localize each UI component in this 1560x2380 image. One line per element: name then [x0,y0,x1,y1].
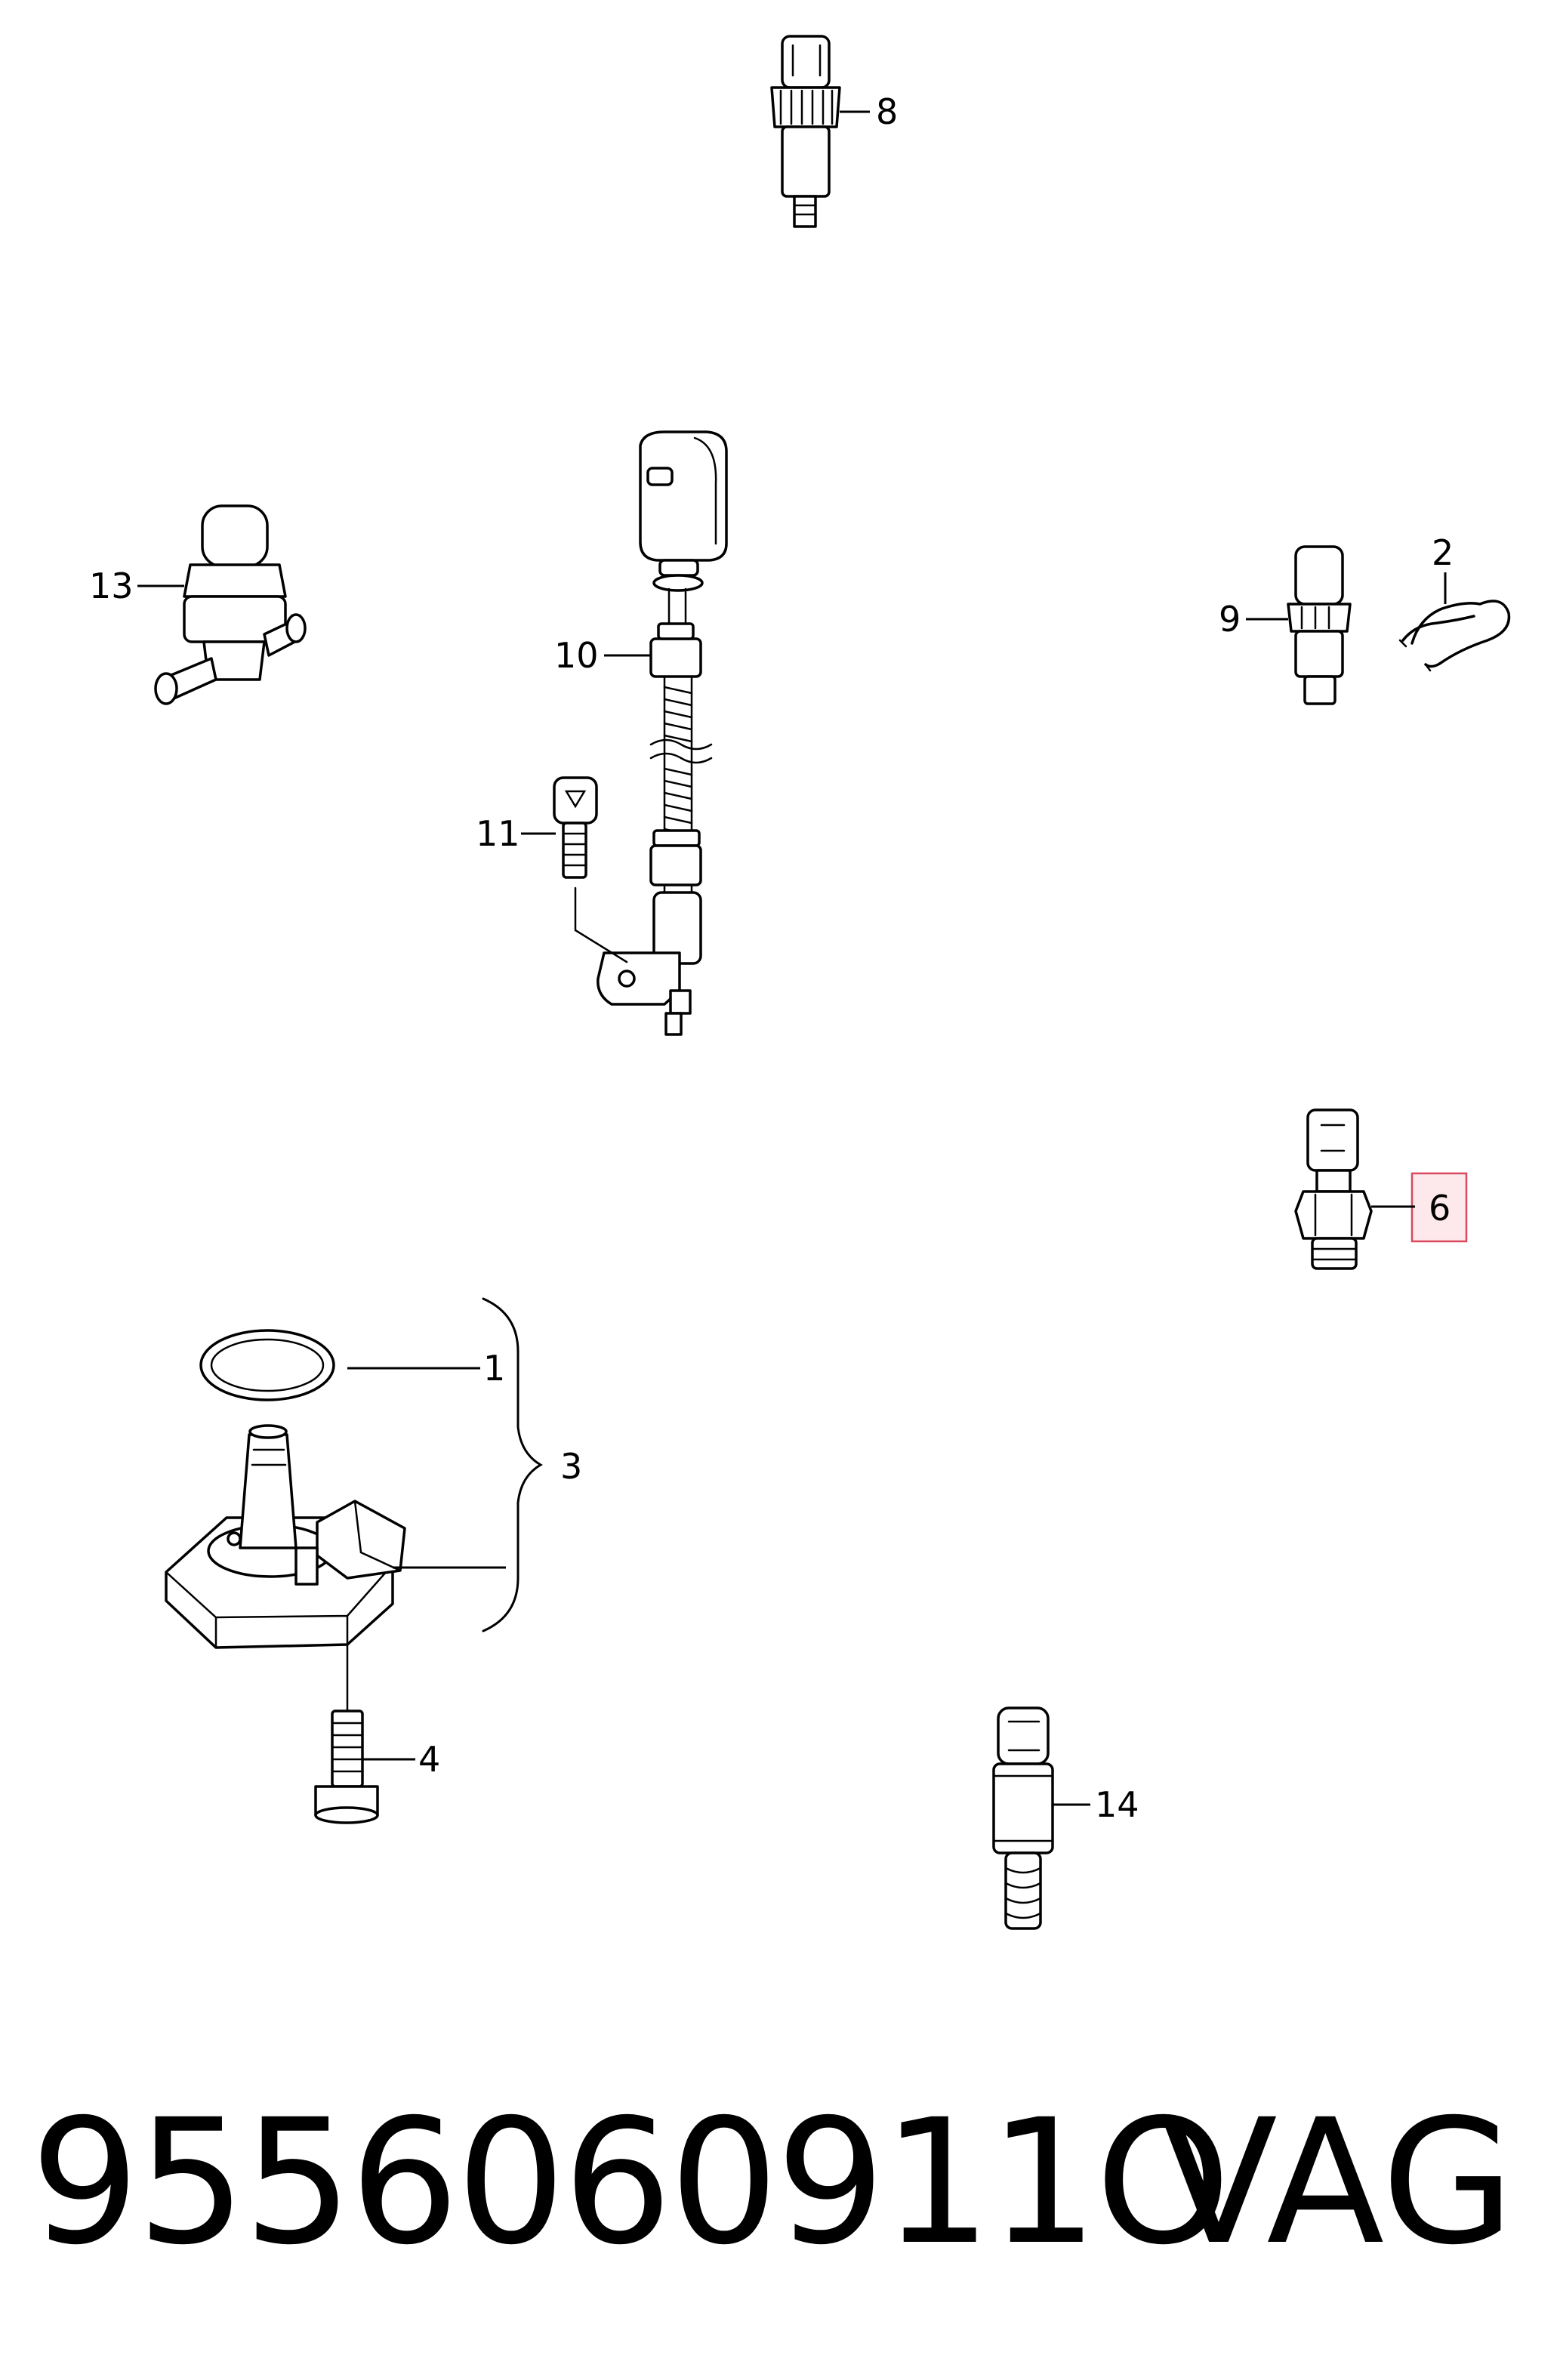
brand-name: VAG [1159,2082,1515,2283]
callout-8[interactable]: 8 [876,91,898,132]
part-13-valve[interactable] [154,504,307,705]
part-9-switch[interactable] [1287,545,1352,705]
callout-9[interactable]: 9 [1219,599,1241,640]
part-8-sensor[interactable] [770,35,841,228]
callout-13[interactable]: 13 [89,566,134,606]
part-11-screw[interactable] [553,776,598,879]
bracket-3 [482,1297,543,1632]
part-14-temperature-sender[interactable] [992,1706,1054,1930]
part-number: 9556060911O [30,2082,1231,2283]
callout-2[interactable]: 2 [1432,532,1454,573]
part-2-clip[interactable] [1398,600,1511,672]
callout-6-highlight-box [1410,1172,1468,1243]
screw-to-bracket-line [574,886,628,963]
part-1-o-ring[interactable] [199,1329,335,1401]
callout-4[interactable]: 4 [418,1739,440,1780]
callout-1[interactable]: 1 [483,1348,505,1389]
callout-14[interactable]: 14 [1095,1784,1139,1825]
callout-6[interactable]: 6 [1429,1188,1451,1229]
part-6-pressure-switch[interactable] [1294,1108,1373,1270]
callout-11[interactable]: 11 [476,813,520,854]
part-4-bolt[interactable] [314,1709,379,1824]
callout-3[interactable]: 3 [560,1446,582,1487]
callout-10[interactable]: 10 [554,635,599,676]
footer: 9556060911O VAG [0,2069,1560,2295]
part-10-sender-with-cable[interactable] [597,430,728,1036]
part-3-oil-level-sensor[interactable] [165,1424,406,1649]
parts-diagram: 8 13 10 [89,35,1511,1930]
